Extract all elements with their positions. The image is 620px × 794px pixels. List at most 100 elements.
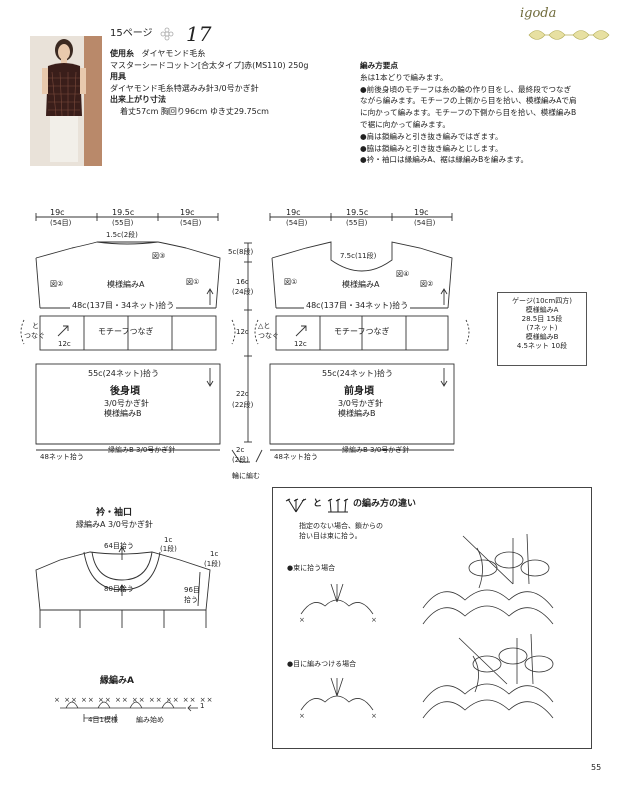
double-crochet-group-icon xyxy=(285,498,307,513)
back-hem-pickup: 48ネット拾う xyxy=(40,453,84,461)
front-join-left: △と xyxy=(258,322,271,330)
back-pattern-a: 模様編みA xyxy=(107,280,145,289)
front-title: 前身頃 xyxy=(344,386,374,397)
svg-text:×: × xyxy=(371,712,377,720)
gauge-line: (7ネット) xyxy=(526,324,558,332)
flower-ornament-icon xyxy=(160,27,174,41)
note-line: ながら編みます。モチーフの上側から目を拾い、模様編みAで肩 xyxy=(360,96,577,106)
front-neck-depth: 7.5c(11段) xyxy=(340,252,377,260)
diff-title-end: の編み方の違い xyxy=(353,499,417,509)
front-stitch-right: (54目) xyxy=(414,219,436,227)
diff-intro-1: 指定のない場合、鎖からの xyxy=(299,522,383,530)
front-pattern-b: 模様編みB xyxy=(338,409,376,418)
back-join-left: と xyxy=(32,322,39,330)
back-stitch-center: (55目) xyxy=(112,219,134,227)
page-number: 55 xyxy=(591,763,602,772)
front-join-left2: つなぐ xyxy=(258,332,279,340)
back-pattern-b: 模様編みB xyxy=(104,409,142,418)
note-line: ●前後身頃のモチーフは糸の輪の作り目をし、最終段でつなぎ xyxy=(360,84,572,94)
front-width-right: 19c xyxy=(414,208,429,217)
back-width-center: 19.5c xyxy=(112,208,135,217)
item-number: 17 xyxy=(186,22,212,46)
yarn-maker: ダイヤモンド毛糸 xyxy=(141,49,206,58)
case-bundle-label: ●束に拾う場合 xyxy=(287,564,336,572)
gauge-title: ゲージ(10cm四方) xyxy=(512,297,572,305)
svg-text:×: × xyxy=(371,616,377,624)
back-neck-depth: 1.5c(2段) xyxy=(106,231,138,239)
front-pattern-a: 模様編みA xyxy=(342,280,380,289)
back-title: 後身頃 xyxy=(110,386,140,397)
collar-title: 衿・袖口 xyxy=(96,508,133,518)
page-header: 15ページ 17 igoda 使用糸 ダイヤモンド毛糸 マスターシードコットン[… xyxy=(0,0,620,200)
page-reference: 15ページ xyxy=(110,28,153,39)
front-fig4-label: 図④ xyxy=(396,270,410,278)
edge-a-start: 編み始め xyxy=(136,716,164,724)
diff-intro-2: 拾い目は束に拾う。 xyxy=(299,532,362,540)
collar-rows: 1c xyxy=(164,536,173,544)
collar-front-pickup: 64目拾う xyxy=(104,542,134,550)
back-hook: 3/0号かぎ針 xyxy=(104,399,149,408)
note-line: ●脇は鎖編みと引き抜き編みとじします。 xyxy=(360,143,503,153)
front-stitch-center: (55目) xyxy=(346,219,368,227)
butterfly-ribbon-icon xyxy=(528,30,610,40)
double-crochet-separate-icon xyxy=(327,498,349,513)
front-stitch-left: (54目) xyxy=(286,219,308,227)
gauge-line: 28.5目 15段 xyxy=(521,315,563,323)
collar-rows-b: (1段) xyxy=(160,545,177,553)
gauge-box: ゲージ(10cm四方) 模様編みA 28.5目 15段 (7ネット) 模様編みB… xyxy=(497,292,587,366)
edge-a-stitches: × ×× ×× ×× ×× ×× ×× ×× ×× ×× xyxy=(54,696,214,704)
front-hem-edge: 縁編みB 3/0号かぎ針 xyxy=(342,446,410,454)
back-net-pickup: 55c(24ネット)拾う xyxy=(88,369,159,378)
front-net-pickup: 55c(24ネット)拾う xyxy=(322,369,393,378)
note-line: ●肩は鎖編みと引き抜き編みではぎます。 xyxy=(360,131,503,141)
back-motif-join: モチーフつなぎ xyxy=(98,327,154,336)
front-fig1-label: 図① xyxy=(284,278,298,286)
back-stitch-left: (54目) xyxy=(50,219,72,227)
stitch-illustrations: × × × × xyxy=(299,533,554,720)
back-width-left: 19c xyxy=(50,208,65,217)
tools-label: 用具 xyxy=(110,72,126,81)
edge-a-title: 縁編みA xyxy=(100,676,134,686)
dim-shoulder: 5c(8段) xyxy=(228,248,254,256)
tools-detail: ダイヤモンド毛糸特選みみ針3/0号かぎ針 xyxy=(110,83,259,93)
notes-block: 編み方要点 糸は1本どりで編みます。 ●前後身頃のモチーフは糸の輪の作り目をし、… xyxy=(360,60,590,166)
collar-back-pickup: 80目拾う xyxy=(104,585,134,593)
svg-text:×: × xyxy=(299,616,305,624)
case-stitch-label: ●目に編みつける場合 xyxy=(287,660,357,668)
gauge-line: 4.5ネット 10段 xyxy=(516,342,568,350)
back-stitch-right: (54目) xyxy=(180,219,202,227)
note-line: 糸は1本どりで編みます。 xyxy=(360,72,448,82)
front-hook: 3/0号かぎ針 xyxy=(338,399,383,408)
front-width-center: 19.5c xyxy=(346,208,369,217)
note-line: で裾に向かって編みます。 xyxy=(360,119,450,129)
size-detail: 着丈57cm 胸回り96cm ゆき丈29.75cm xyxy=(120,106,269,116)
dim-upper-rows: (24段) xyxy=(232,288,254,296)
note-line: に向かって編みます。モチーフの下側から目を拾い、模様編みB xyxy=(360,108,577,118)
back-fig2-label: 図② xyxy=(50,280,64,288)
sleeve-rows: 1c xyxy=(210,550,219,558)
stitch-difference-box: と の編み方の違い 指定のない場合、鎖からの 拾い目は束に拾う。 ●束に拾う場合… xyxy=(272,487,592,749)
dim-hem: 2c xyxy=(236,446,245,454)
front-fig2-label: 図② xyxy=(420,280,434,288)
model-figure-image xyxy=(30,36,102,166)
front-hem-pickup: 48ネット拾う xyxy=(274,453,318,461)
front-pickup: 48c(137目・34ネット)拾う xyxy=(304,301,411,311)
back-hem-edge: 縁編みB 3/0号かぎ針 xyxy=(108,446,176,454)
notes-title: 編み方要点 xyxy=(360,61,398,70)
yarn-label: 使用糸 xyxy=(110,49,134,58)
size-label: 出来上がり寸法 xyxy=(110,95,166,104)
back-fig3-label: 図③ xyxy=(152,252,166,260)
collar-subtitle: 縁編みA 3/0号かぎ針 xyxy=(76,520,153,529)
model-photo xyxy=(30,36,102,166)
sleeve-pickup-b: 拾う xyxy=(184,596,198,604)
spec-block: 使用糸 ダイヤモンド毛糸 マスターシードコットン[合太タイプ]赤(MS110) … xyxy=(110,48,350,117)
sleeve-rows-b: (1段) xyxy=(204,560,221,568)
front-motif-join: モチーフつなぎ xyxy=(334,327,390,336)
dim-hem-rows: (2段) xyxy=(232,456,249,464)
diff-title-mid: と xyxy=(313,499,323,509)
front-motif-size: 12c xyxy=(294,340,307,348)
note-line: ●衿・袖口は縁編みA、裾は縁編みBを編みます。 xyxy=(360,155,529,165)
circle-note: 輪に編む xyxy=(232,472,260,480)
dim-lower-rows: (22段) xyxy=(232,401,254,409)
dim-lower: 22c xyxy=(236,390,249,398)
